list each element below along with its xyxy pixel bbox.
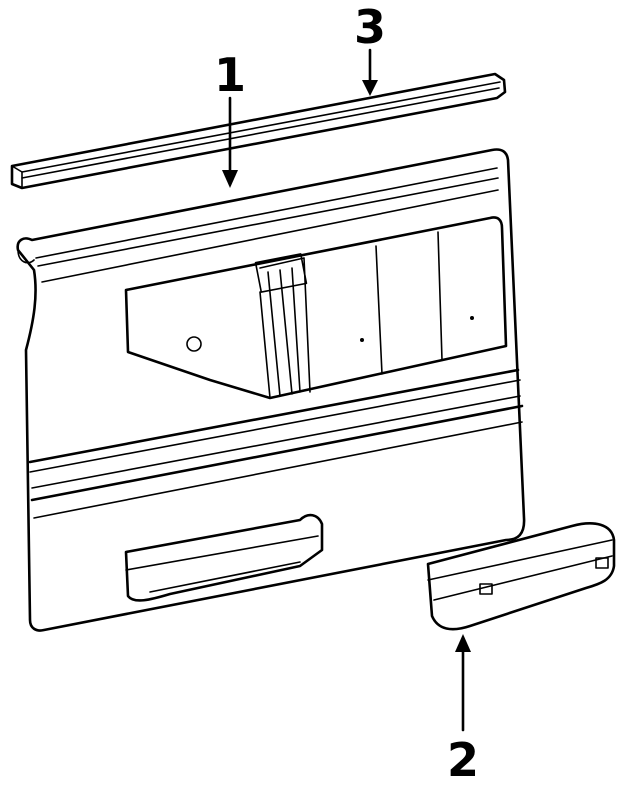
callout-label-2: 2 [447,733,479,787]
callout-1: 1 [214,48,246,188]
callout-2: 2 [447,634,479,787]
armrest[interactable] [426,522,616,631]
arrowhead-icon [455,634,471,652]
callout-label-3: 3 [354,0,386,54]
arrowhead-icon [222,170,238,188]
callout-3: 3 [354,0,386,96]
arrowhead-icon [362,80,378,96]
belt-weatherstrip[interactable] [10,72,507,190]
door-trim-panel[interactable] [16,148,526,632]
callout-label-1: 1 [214,48,246,102]
